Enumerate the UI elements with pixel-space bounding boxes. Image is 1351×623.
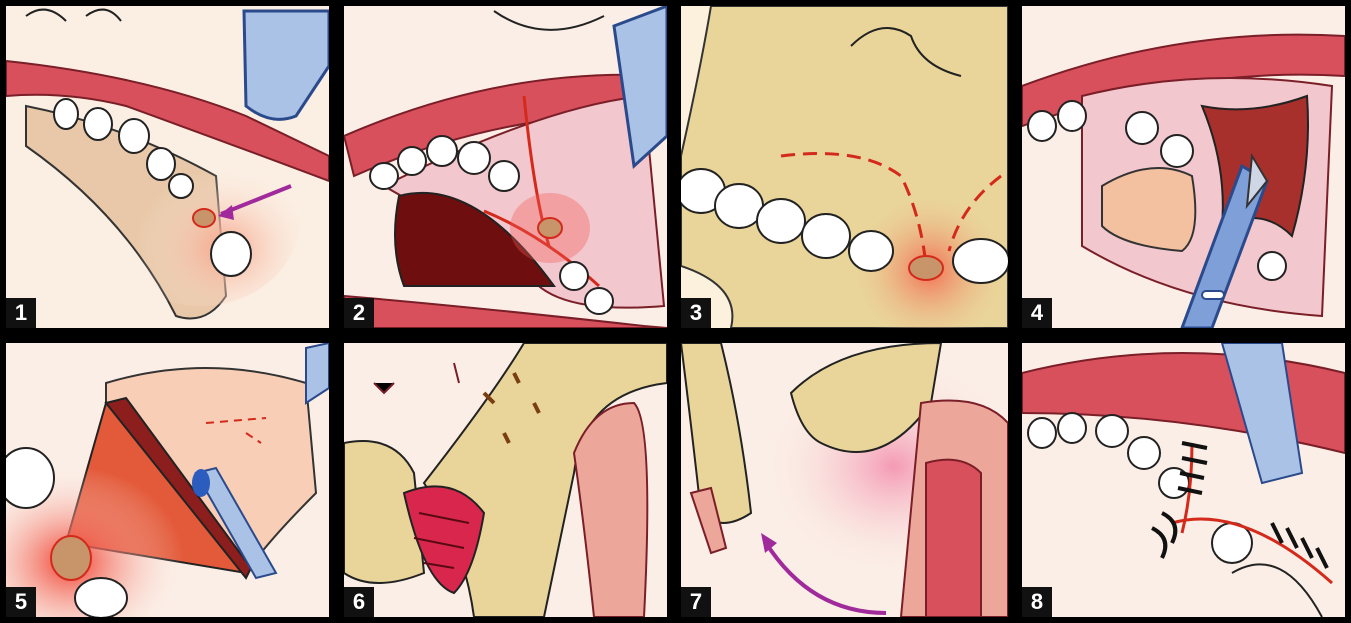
panel-label: 7 xyxy=(681,587,711,617)
panel-label: 3 xyxy=(681,298,711,328)
panel-5-illustration xyxy=(6,343,329,617)
panel-4-illustration xyxy=(1022,6,1345,328)
panel-2: 2 xyxy=(344,6,667,328)
panel-6-illustration xyxy=(344,343,667,617)
panel-5: 5 xyxy=(6,343,329,617)
panel-1-illustration xyxy=(6,6,329,328)
panel-8-illustration xyxy=(1022,343,1345,617)
panel-label: 1 xyxy=(6,298,36,328)
panel-6: 6 xyxy=(344,343,667,617)
panel-label: 2 xyxy=(344,298,374,328)
panel-7-illustration xyxy=(681,343,1008,617)
panel-label: 4 xyxy=(1022,298,1052,328)
panel-label: 6 xyxy=(344,587,374,617)
panel-label: 8 xyxy=(1022,587,1052,617)
panel-8: 8 xyxy=(1022,343,1345,617)
panel-7: 7 xyxy=(681,343,1008,617)
panel-label: 5 xyxy=(6,587,36,617)
panel-3-illustration xyxy=(681,6,1008,328)
panel-3: 3 xyxy=(681,6,1008,328)
panel-2-illustration xyxy=(344,6,667,328)
panel-1: 1 xyxy=(6,6,329,328)
panel-4: 4 xyxy=(1022,6,1345,328)
